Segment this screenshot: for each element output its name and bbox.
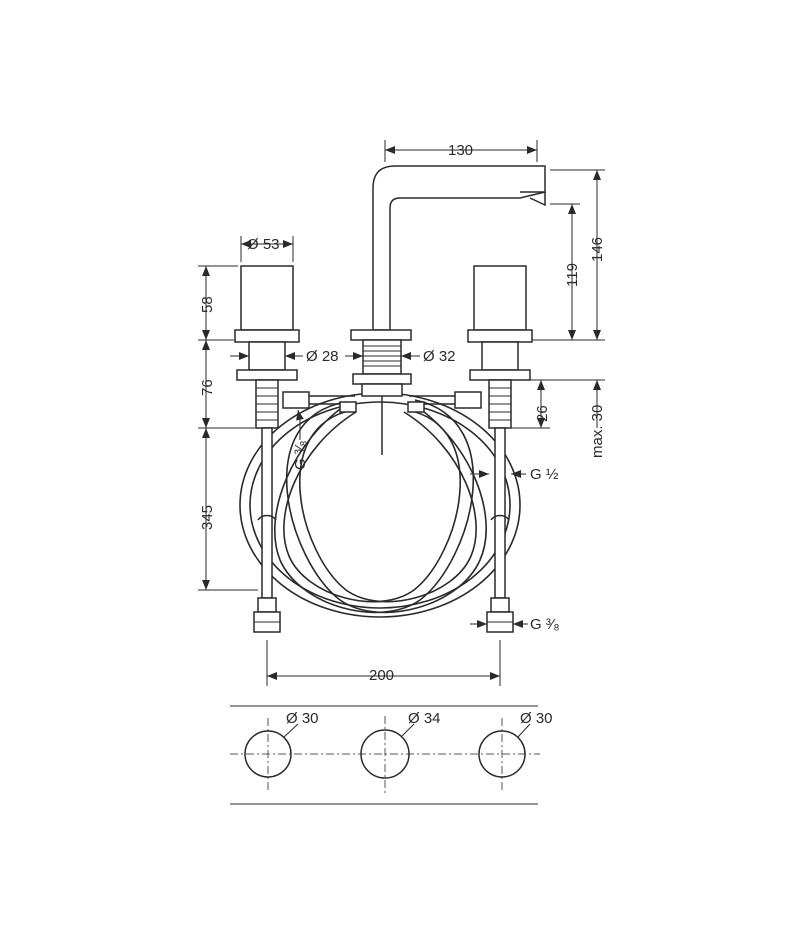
dim-handle-diameter: Ø 53	[247, 236, 280, 253]
faucet-side-view	[234, 165, 546, 633]
dim-center-distance: 200	[369, 667, 394, 684]
dim-spout-height-outlet: 119	[564, 263, 581, 287]
dim-shank-diameter: Ø 28	[306, 348, 339, 365]
right-handle	[467, 265, 533, 633]
right-thread	[489, 387, 511, 421]
hole-left	[244, 730, 292, 778]
dim-spout-base-diameter: Ø 32	[423, 348, 456, 365]
left-thread	[256, 387, 278, 421]
hole-right-label: Ø 30	[520, 710, 553, 727]
dim-thread-inlet: G ½	[530, 466, 559, 483]
spout-thread	[363, 345, 401, 367]
hole-layout-view: Ø 30 Ø 34 Ø 30	[230, 705, 553, 805]
dim-spout-height-top: 146	[589, 237, 606, 262]
dimension-lines	[198, 140, 605, 686]
cross-connectors	[282, 391, 482, 413]
dim-thread-top: G ³⁄₈	[292, 440, 309, 470]
hole-right	[478, 730, 526, 778]
left-handle	[234, 265, 300, 633]
dim-handle-height: 58	[199, 296, 216, 313]
supply-hoses	[239, 392, 521, 618]
dim-spout-reach: 130	[448, 142, 473, 159]
dim-max-thickness: max. 30	[589, 405, 606, 458]
dim-thread-outlet: G ³⁄₈	[530, 616, 560, 633]
dim-body-height: 76	[199, 379, 216, 396]
dim-hose-length: 345	[199, 505, 216, 530]
dimension-labels: 130 146 119 Ø 53 58 Ø 28 Ø 32 76 26 max.…	[199, 142, 606, 684]
hole-left-label: Ø 30	[286, 710, 319, 727]
hole-center	[360, 729, 410, 779]
spout	[350, 165, 546, 455]
dim-fitting-height: 26	[534, 405, 551, 422]
hole-center-label: Ø 34	[408, 710, 441, 727]
